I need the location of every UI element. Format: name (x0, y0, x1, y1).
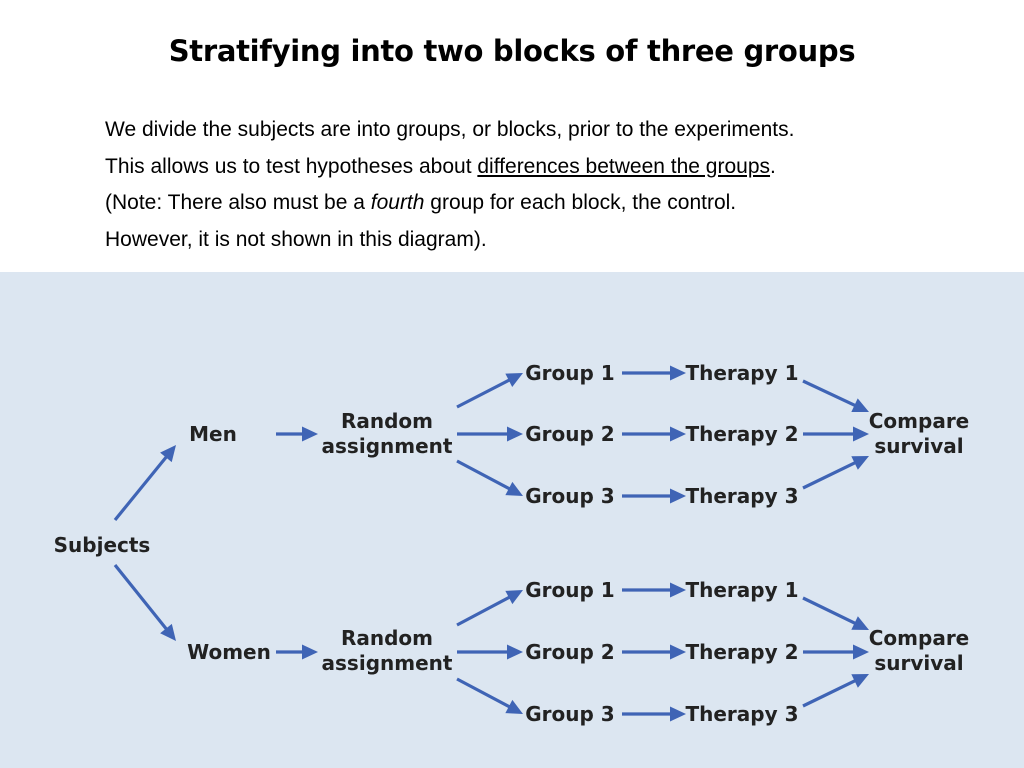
arrow-men-random-to-group-1-arrowhead (505, 373, 523, 387)
arrow-men-therapy-2-to-compare-arrowhead (853, 426, 869, 442)
intro-emphasis: fourth (370, 191, 425, 214)
arrow-subjects-to-men-line (113, 454, 169, 522)
arrow-men-group-2-to-therapy-arrowhead (670, 426, 686, 442)
arrow-women-therapy-1-to-compare-line (802, 596, 858, 626)
block-label: Men (189, 422, 237, 446)
therapy-3-label: Therapy 3 (685, 702, 798, 726)
group-3-label: Group 3 (525, 702, 614, 726)
arrow-women-random-to-group-2-arrowhead (507, 644, 523, 660)
intro-line-4: However, it is not shown in this diagram… (105, 227, 487, 251)
arrow-women-group-1-to-therapy-arrowhead (670, 582, 686, 598)
random-assignment-label-line-1: Random (341, 626, 433, 650)
arrow-women-therapy-2-to-compare-arrowhead (853, 644, 869, 660)
arrow-men-therapy-3-to-compare-line (802, 460, 858, 490)
intro-line-2: This allows us to test hypotheses about … (105, 149, 985, 186)
group-2-label: Group 2 (525, 640, 614, 664)
arrow-men-therapy-1-to-compare-arrowhead (851, 398, 869, 412)
block-label: Women (187, 640, 271, 664)
intro-line-3-pre: (Note: There also must be a (105, 191, 371, 214)
arrow-men-random-to-group-3-arrowhead (505, 481, 523, 496)
diagram-arrows (113, 365, 869, 722)
intro-text: We divide the subjects are into groups, … (105, 112, 985, 258)
diagram-background (0, 272, 1024, 768)
slide-title: Stratifying into two blocks of three gro… (168, 34, 856, 68)
compare-survival-label-line-2: survival (874, 651, 963, 675)
compare-survival-label-line-1: Compare (869, 626, 970, 650)
arrow-men-random-to-group-3-line (456, 459, 512, 491)
intro-line-1: We divide the subjects are into groups, … (105, 118, 795, 141)
random-assignment-label-line-2: assignment (322, 651, 453, 675)
intro-line-2-pre: This allows us to test hypotheses about (105, 154, 478, 178)
arrow-women-therapy-3-to-compare-line (802, 678, 858, 708)
arrow-men-random-to-group-2-arrowhead (507, 426, 523, 442)
arrow-subjects-to-men-arrowhead (160, 445, 176, 463)
arrow-men-therapy-3-to-compare-arrowhead (851, 456, 869, 470)
therapy-1-label: Therapy 1 (685, 361, 798, 385)
arrow-men-group-3-to-therapy-arrowhead (670, 488, 686, 504)
random-assignment-label-line-2: assignment (322, 434, 453, 458)
arrow-men-group-1-to-therapy-arrowhead (670, 365, 686, 381)
arrow-women-random-to-group-3-arrowhead (505, 699, 523, 714)
arrow-men-random-to-group-1-line (456, 377, 512, 409)
compare-survival-label-line-1: Compare (869, 409, 970, 433)
therapy-1-label: Therapy 1 (685, 578, 798, 602)
intro-line-2-post: . (770, 154, 776, 178)
arrow-subjects-to-women-arrowhead (160, 623, 176, 641)
arrow-women-therapy-3-to-compare-arrowhead (851, 674, 869, 688)
arrow-women-random-to-group-1-arrowhead (505, 590, 523, 605)
group-1-label: Group 1 (525, 361, 614, 385)
compare-survival-label-line-2: survival (874, 434, 963, 458)
group-1-label: Group 1 (525, 578, 614, 602)
arrow-women-therapy-1-to-compare-arrowhead (851, 616, 869, 630)
random-assignment-label-line-1: Random (341, 409, 433, 433)
arrow-women-group-3-to-therapy-arrowhead (670, 706, 686, 722)
arrow-women-group-2-to-therapy-arrowhead (670, 644, 686, 660)
therapy-2-label: Therapy 2 (685, 422, 798, 446)
intro-line-3-post: group for each block, the control. (424, 191, 737, 214)
arrow-women-random-to-group-3-line (456, 677, 512, 709)
intro-line-3: (Note: There also must be a fourth group… (105, 185, 985, 222)
block-women: Women Random assignment Group 1 Group 2 … (187, 578, 969, 726)
group-2-label: Group 2 (525, 422, 614, 446)
arrow-women-random-to-group-1-line (456, 595, 512, 627)
arrow-women-to-random-arrowhead (302, 644, 318, 660)
block-men: Men Random assignment Group 1 Group 2 Gr… (189, 361, 969, 508)
arrow-men-therapy-1-to-compare-line (802, 379, 858, 408)
arrow-subjects-to-women-line (113, 563, 169, 632)
subjects-label: Subjects (54, 533, 151, 557)
group-3-label: Group 3 (525, 484, 614, 508)
therapy-2-label: Therapy 2 (685, 640, 798, 664)
intro-underlined-phrase: differences between the groups (477, 154, 771, 178)
arrow-men-to-random-arrowhead (302, 426, 318, 442)
therapy-3-label: Therapy 3 (685, 484, 798, 508)
